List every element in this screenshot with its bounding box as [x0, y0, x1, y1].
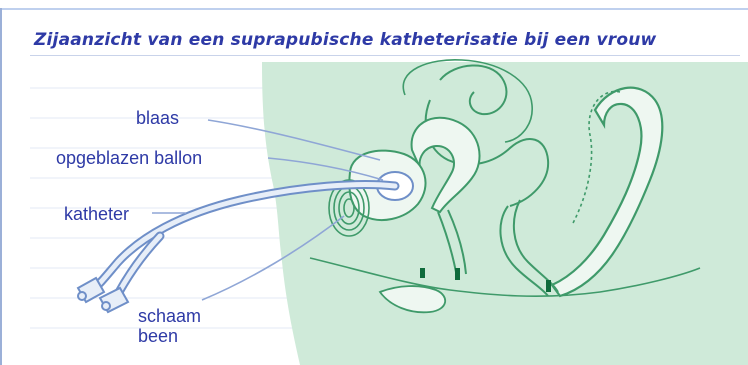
label-been: been [138, 326, 178, 346]
label-schaam: schaam [138, 306, 201, 326]
label-opgeblazen-ballon: opgeblazen ballon [56, 148, 202, 168]
label-blaas: blaas [136, 108, 179, 128]
label-katheter: katheter [64, 204, 129, 224]
